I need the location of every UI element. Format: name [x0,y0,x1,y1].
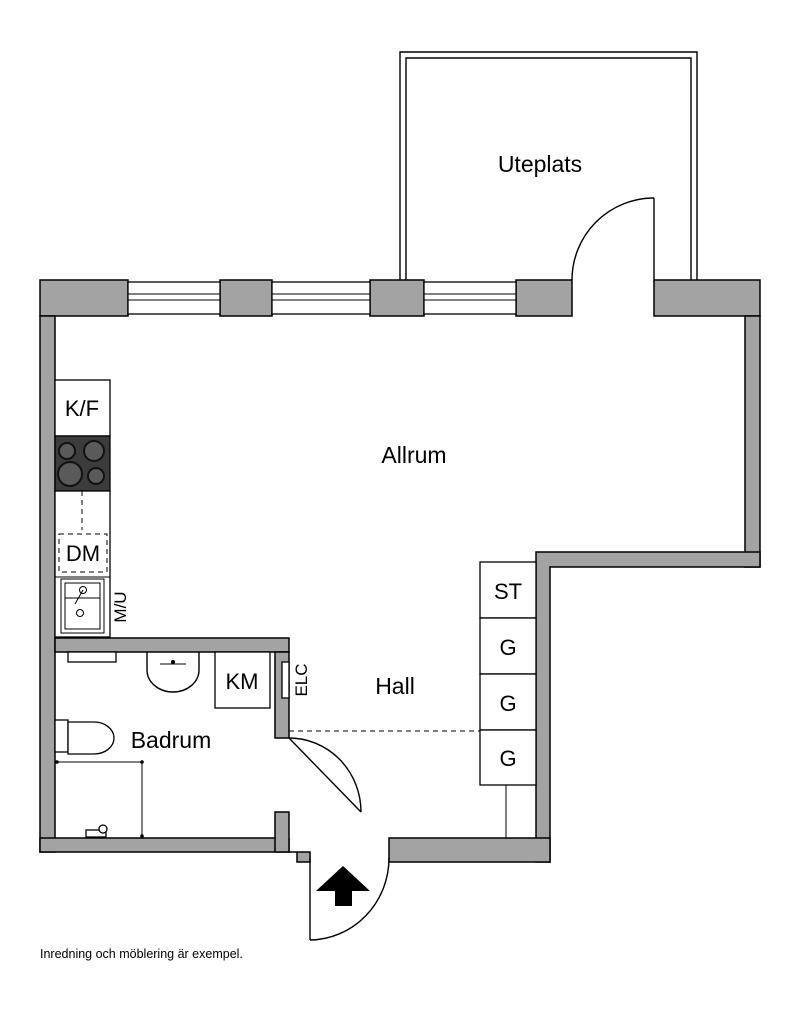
disclaimer-note: Inredning och möblering är exempel. [40,947,243,961]
wall-top-pier-3 [515,279,573,317]
label-g3: G [499,746,516,771]
label-km: KM [226,669,259,694]
wall-bathroom-top [54,637,290,653]
door-bathroom [288,737,362,813]
window-2 [271,281,371,315]
washbasin-icon [146,652,200,693]
door-terrace [571,197,655,282]
wardrobe-g1 [479,617,537,675]
walls [39,279,761,863]
shower-tap-icon [85,824,108,838]
room-label-hall: Hall [375,673,415,699]
label-elc: ELC [292,663,311,696]
wall-bottom-left [39,837,311,863]
wardrobes [479,561,537,838]
electric-cabinet [281,661,290,699]
label-mu: M/U [111,591,130,622]
wall-top-pier-1 [219,279,273,317]
bathroom [54,651,290,838]
wall-right-upper [744,315,761,568]
window-1 [127,281,221,315]
wall-top-left [39,279,129,317]
wall-bathroom-right-lower [274,811,290,853]
wall-right-step [535,551,761,863]
room-label-uteplats: Uteplats [498,151,582,177]
window-3 [423,281,517,315]
wall-bottom-right [388,837,551,863]
wardrobe-g3 [479,729,537,786]
washing-machine [214,651,271,709]
label-g2: G [499,691,516,716]
terrace [399,51,698,280]
bath-shelf [67,651,117,663]
windows [127,281,517,315]
kitchen-counter [54,490,111,638]
wardrobe-st [479,561,537,619]
wall-top-right [653,279,761,317]
shower-area [55,760,144,838]
door-entrance [309,857,390,941]
wall-left [39,315,56,853]
fridge-freezer [54,379,111,437]
sink-icon [60,578,105,634]
room-label-badrum: Badrum [131,727,212,753]
label-kf: K/F [65,396,99,421]
wall-top-pier-2 [369,279,425,317]
wardrobe-g2 [479,673,537,731]
kitchen [54,379,111,638]
room-label-allrum: Allrum [381,442,446,468]
dishwasher [58,533,108,573]
label-g1: G [499,635,516,660]
label-dm: DM [66,541,100,566]
label-st: ST [494,579,522,604]
entrance-arrow-icon [316,866,370,906]
toilet-icon [54,719,115,755]
